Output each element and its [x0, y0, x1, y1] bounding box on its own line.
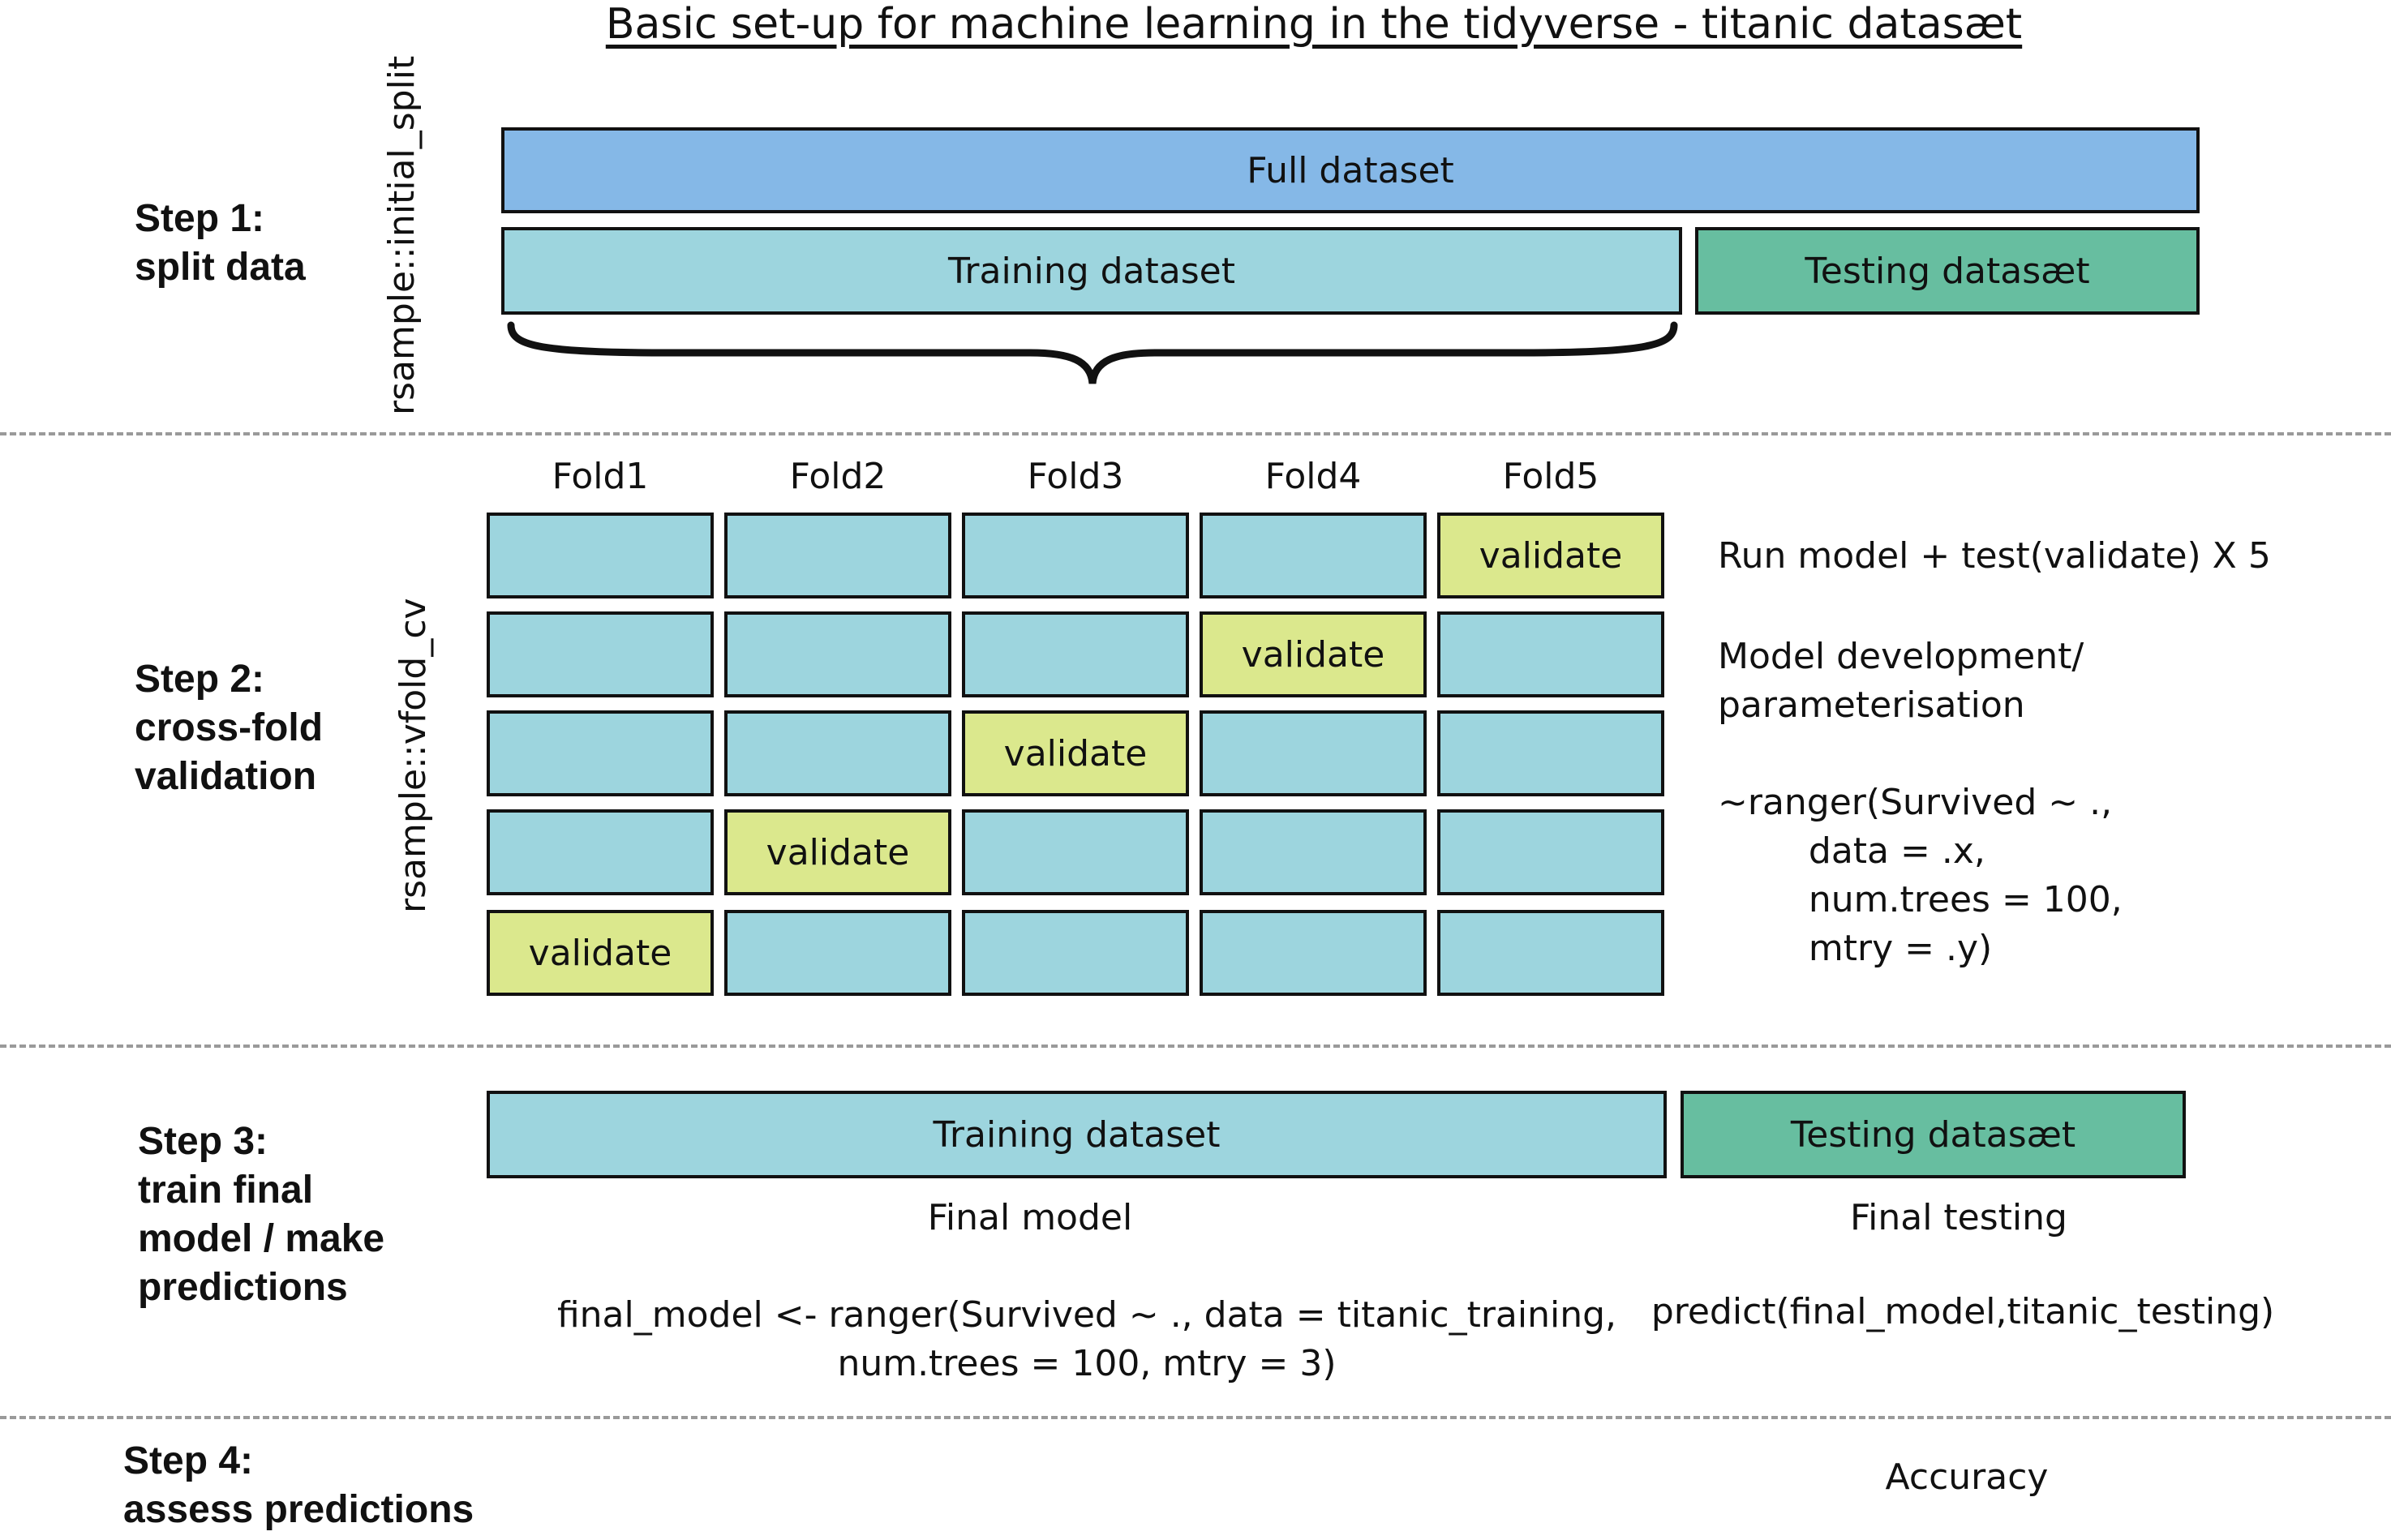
curly-brace: [507, 321, 1678, 384]
step1-training-label: Training dataset: [948, 250, 1235, 292]
train-cell: [724, 710, 951, 796]
step2-function-label: rsample::vfold_cv: [393, 598, 434, 913]
step1-training-bar: Training dataset: [501, 227, 1682, 315]
predict-code: predict(final_model,titanic_testing): [1651, 1291, 2275, 1332]
step3-training-bar: Training dataset: [487, 1091, 1667, 1178]
train-cell: [1200, 910, 1427, 996]
ranger-cv-code: ~ranger(Survived ~ ., data = .x, num.tre…: [1718, 782, 2123, 969]
diagram-title: Basic set-up for machine learning in the…: [605, 0, 2023, 49]
fold-header-4: Fold4: [1264, 456, 1362, 497]
train-cell: [724, 910, 951, 996]
validate-label: validate: [528, 932, 672, 974]
step1-testing-bar: Testing datasæt: [1695, 227, 2200, 315]
train-cell: [487, 513, 714, 598]
divider-1: [0, 432, 2391, 435]
fold-header-1: Fold1: [552, 456, 649, 497]
step3-testing-bar: Testing datasæt: [1681, 1091, 2186, 1178]
step4-label: Step 4: assess predictions: [123, 1439, 474, 1531]
train-cell: [724, 611, 951, 697]
fold-header-3: Fold3: [1027, 456, 1124, 497]
train-cell: [1437, 611, 1664, 697]
final-model-code: final_model <- ranger(Survived ~ ., data…: [556, 1294, 1617, 1384]
validate-label: validate: [766, 831, 910, 873]
validate-cell: validate: [1200, 611, 1427, 697]
full-dataset-bar: Full dataset: [501, 127, 2200, 213]
validate-cell: validate: [724, 809, 951, 895]
train-cell: [1437, 710, 1664, 796]
train-cell: [1437, 910, 1664, 996]
step2-label: Step 2: cross-fold validation: [135, 658, 324, 798]
train-cell: [962, 513, 1189, 598]
validate-cell: validate: [487, 910, 714, 996]
train-cell: [487, 710, 714, 796]
train-cell: [962, 910, 1189, 996]
train-cell: [1437, 809, 1664, 895]
final-testing-text: Final testing: [1850, 1197, 2067, 1238]
train-cell: [724, 513, 951, 598]
step1-function-label: rsample::initial_split: [381, 55, 423, 415]
validate-label: validate: [1003, 732, 1148, 774]
divider-3: [0, 1416, 2391, 1419]
train-cell: [1200, 809, 1427, 895]
accuracy-text: Accuracy: [1885, 1456, 2049, 1498]
train-cell: [487, 809, 714, 895]
step3-testing-label: Testing datasæt: [1790, 1113, 2076, 1156]
final-model-text: Final model: [927, 1197, 1133, 1238]
run-model-text: Run model + test(validate) X 5: [1718, 535, 2271, 577]
train-cell: [1200, 513, 1427, 598]
train-cell: [962, 809, 1189, 895]
step1-testing-label: Testing datasæt: [1805, 250, 2090, 292]
divider-2: [0, 1045, 2391, 1048]
validate-label: validate: [1241, 633, 1385, 676]
step1-label: Step 1: split data: [135, 197, 306, 289]
fold-header-2: Fold2: [789, 456, 886, 497]
validate-label: validate: [1479, 534, 1623, 577]
train-cell: [487, 611, 714, 697]
train-cell: [962, 611, 1189, 697]
model-development-text: Model development/ parameterisation: [1718, 636, 2084, 726]
validate-cell: validate: [962, 710, 1189, 796]
step3-label: Step 3: train final model / make predict…: [138, 1120, 385, 1309]
fold-header-5: Fold5: [1502, 456, 1599, 497]
full-dataset-label: Full dataset: [1247, 149, 1454, 191]
validate-cell: validate: [1437, 513, 1664, 598]
step3-training-label: Training dataset: [933, 1113, 1221, 1156]
train-cell: [1200, 710, 1427, 796]
